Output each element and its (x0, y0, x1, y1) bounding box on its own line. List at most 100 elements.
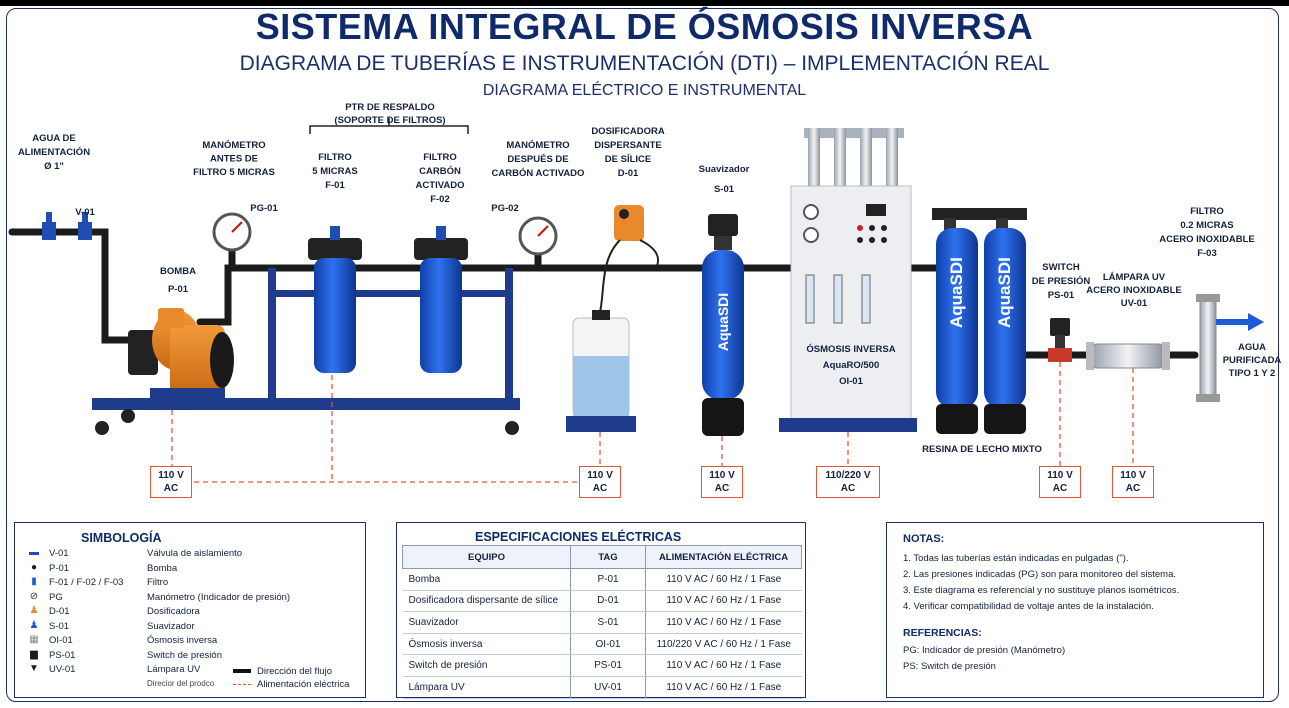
label-ro-line-1: AquaRO/500 (823, 360, 880, 371)
softener-icon: ♟ (29, 619, 39, 631)
note-item: 4. Verificar compatibilidad de voltaje a… (903, 601, 1154, 612)
brand-label-softener: AquaSDI (715, 292, 731, 352)
specs-cell-equipo: Ósmosis inversa (402, 632, 571, 656)
brand-label-resin-2: AquaSDI (995, 257, 1014, 328)
specs-cell-equipo: Switch de presión (402, 654, 571, 677)
label-feed-line-2: Ø 1" (44, 161, 64, 172)
notes-title: NOTAS: (903, 533, 945, 545)
pump-p01-icon (128, 308, 234, 398)
specs-cell-power: 110 V AC / 60 Hz / 1 Fase (645, 611, 802, 634)
symbology-desc: Manómetro (Indicador de presión) (147, 591, 291, 603)
label-d01-line-3: D-01 (618, 168, 639, 179)
top-black-bar (0, 0, 1289, 6)
symbology-title: SIMBOLOGÍA (81, 531, 162, 545)
doser-d01-icon (566, 205, 659, 432)
ro-icon: ▦ (29, 634, 39, 645)
symbology-desc: Suavizador (147, 620, 195, 632)
ptr-bracket (309, 118, 469, 134)
specs-cell-tag: S-01 (570, 611, 646, 634)
label-pg02-line-1: DESPUÉS DE (507, 154, 568, 165)
page-subtitle: DIAGRAMA DE TUBERÍAS E INSTRUMENTACIÓN (… (239, 52, 1050, 75)
uv-lamp-uv01-icon (1086, 342, 1170, 370)
label-pg01-line-0: MANÓMETRO (202, 139, 265, 151)
label-s01-line-1: S-01 (714, 184, 735, 195)
label-ptr-line-0: PTR DE RESPALDO (345, 102, 435, 113)
symbology-desc: Switch de presión (147, 649, 222, 661)
label-f03-line-3: F-03 (1197, 248, 1217, 259)
specs-title: ESPECIFICACIONES ELÉCTRICAS (475, 530, 682, 544)
symbology-tag: UV-01 (49, 664, 76, 675)
symbology-desc: Lámpara UV (147, 664, 201, 675)
refs-title: REFERENCIAS: (903, 627, 982, 639)
specs-cell-power: 110 V AC / 60 Hz / 1 Fase (645, 568, 802, 591)
symbology-desc: Filtro (147, 577, 169, 588)
doser-icon: ♟ (29, 605, 39, 616)
label-s01-line-0: Suavizador (699, 164, 750, 175)
symbology-desc: Dosificadora (147, 606, 200, 617)
label-f03-line-0: FILTRO (1190, 206, 1224, 217)
label-out-line-2: TIPO 1 Y 2 (1229, 368, 1276, 379)
label-feed-line-1: ALIMENTACIÓN (18, 146, 90, 158)
specs-cell-tag: UV-01 (570, 675, 646, 699)
symbology-tag: S-01 (49, 620, 70, 632)
symbology-tag: PG (49, 591, 63, 603)
page-frame (6, 8, 1279, 702)
label-pg02-line-2: CARBÓN ACTIVADO (492, 167, 585, 179)
specs-cell-equipo: Lámpara UV (402, 675, 571, 699)
specs-cell-tag: D-01 (570, 589, 646, 613)
brand-label-resin-1: AquaSDI (947, 257, 966, 328)
label-d01-line-0: DOSIFICADORA (591, 126, 665, 137)
label-pg02-tag: PG-02 (491, 203, 518, 214)
specs-header-tag: TAG (570, 545, 646, 569)
label-pump-line-0: BOMBA (160, 266, 196, 277)
uv-lamp-icon: ▼ (29, 663, 39, 674)
label-pump-line-1: P-01 (168, 284, 189, 295)
label-f01-line-1: 5 MICRAS (312, 166, 357, 177)
label-ptr-line-1: (SOPORTE DE FILTROS) (334, 115, 445, 126)
label-pg02-line-0: MANÓMETRO (506, 139, 569, 151)
gauge-pg01-icon (212, 212, 252, 252)
page-title: SISTEMA INTEGRAL DE ÓSMOSIS INVERSA (255, 6, 1034, 47)
label-valve: V-01 (75, 207, 95, 218)
legend-power: Alimentación eléctrica (233, 679, 349, 690)
specs-cell-equipo: Bomba (402, 568, 571, 591)
symbology-desc: Ósmosis inversa (147, 635, 218, 646)
label-pg01-tag: PG-01 (250, 203, 278, 214)
label-uv01-line-2: UV-01 (1121, 298, 1148, 309)
filter-f02-icon (414, 226, 468, 373)
label-uv01-line-0: LÁMPARA UV (1103, 272, 1166, 283)
specs-cell-tag: P-01 (570, 568, 646, 591)
gauge-icon: ⊘ (29, 590, 39, 602)
label-ro-line-0: ÓSMOSIS INVERSA (806, 343, 895, 355)
legend-extra: Direcior del prodco (147, 679, 215, 688)
filter-icon: ▮ (31, 576, 37, 587)
gauge-pg02-icon (518, 216, 558, 256)
label-out-line-0: AGUA (1238, 342, 1266, 353)
symbology-desc: Bomba (147, 562, 178, 574)
label-ps01-line-1: DE PRESIÓN (1032, 275, 1091, 287)
label-f01-line-0: FILTRO (318, 152, 352, 163)
reference-item: PG: Indicador de presión (Manómetro) (903, 645, 1066, 656)
page-subtitle-secondary: DIAGRAMA ELÉCTRICO E INSTRUMENTAL (482, 82, 807, 99)
filter-f01-icon (308, 226, 362, 373)
notes-panel: NOTAS: 1. Todas las tuberías están indic… (886, 522, 1264, 698)
specs-cell-tag: OI-01 (570, 632, 646, 656)
note-item: 2. Las presiones indicadas (PG) son para… (903, 569, 1176, 580)
label-feed-line-0: AGUA DE (32, 133, 75, 144)
label-uv01-line-1: ACERO INOXIDABLE (1086, 285, 1182, 296)
ro-unit-oi01-icon (779, 128, 917, 432)
power-lines (171, 362, 1134, 483)
pressure-switch-icon: ▆ (30, 648, 38, 660)
softener-s01-icon (702, 214, 744, 436)
symbology-tag: D-01 (49, 606, 70, 617)
valve-v01-icon (42, 212, 92, 240)
label-f01-line-2: F-01 (325, 180, 345, 191)
